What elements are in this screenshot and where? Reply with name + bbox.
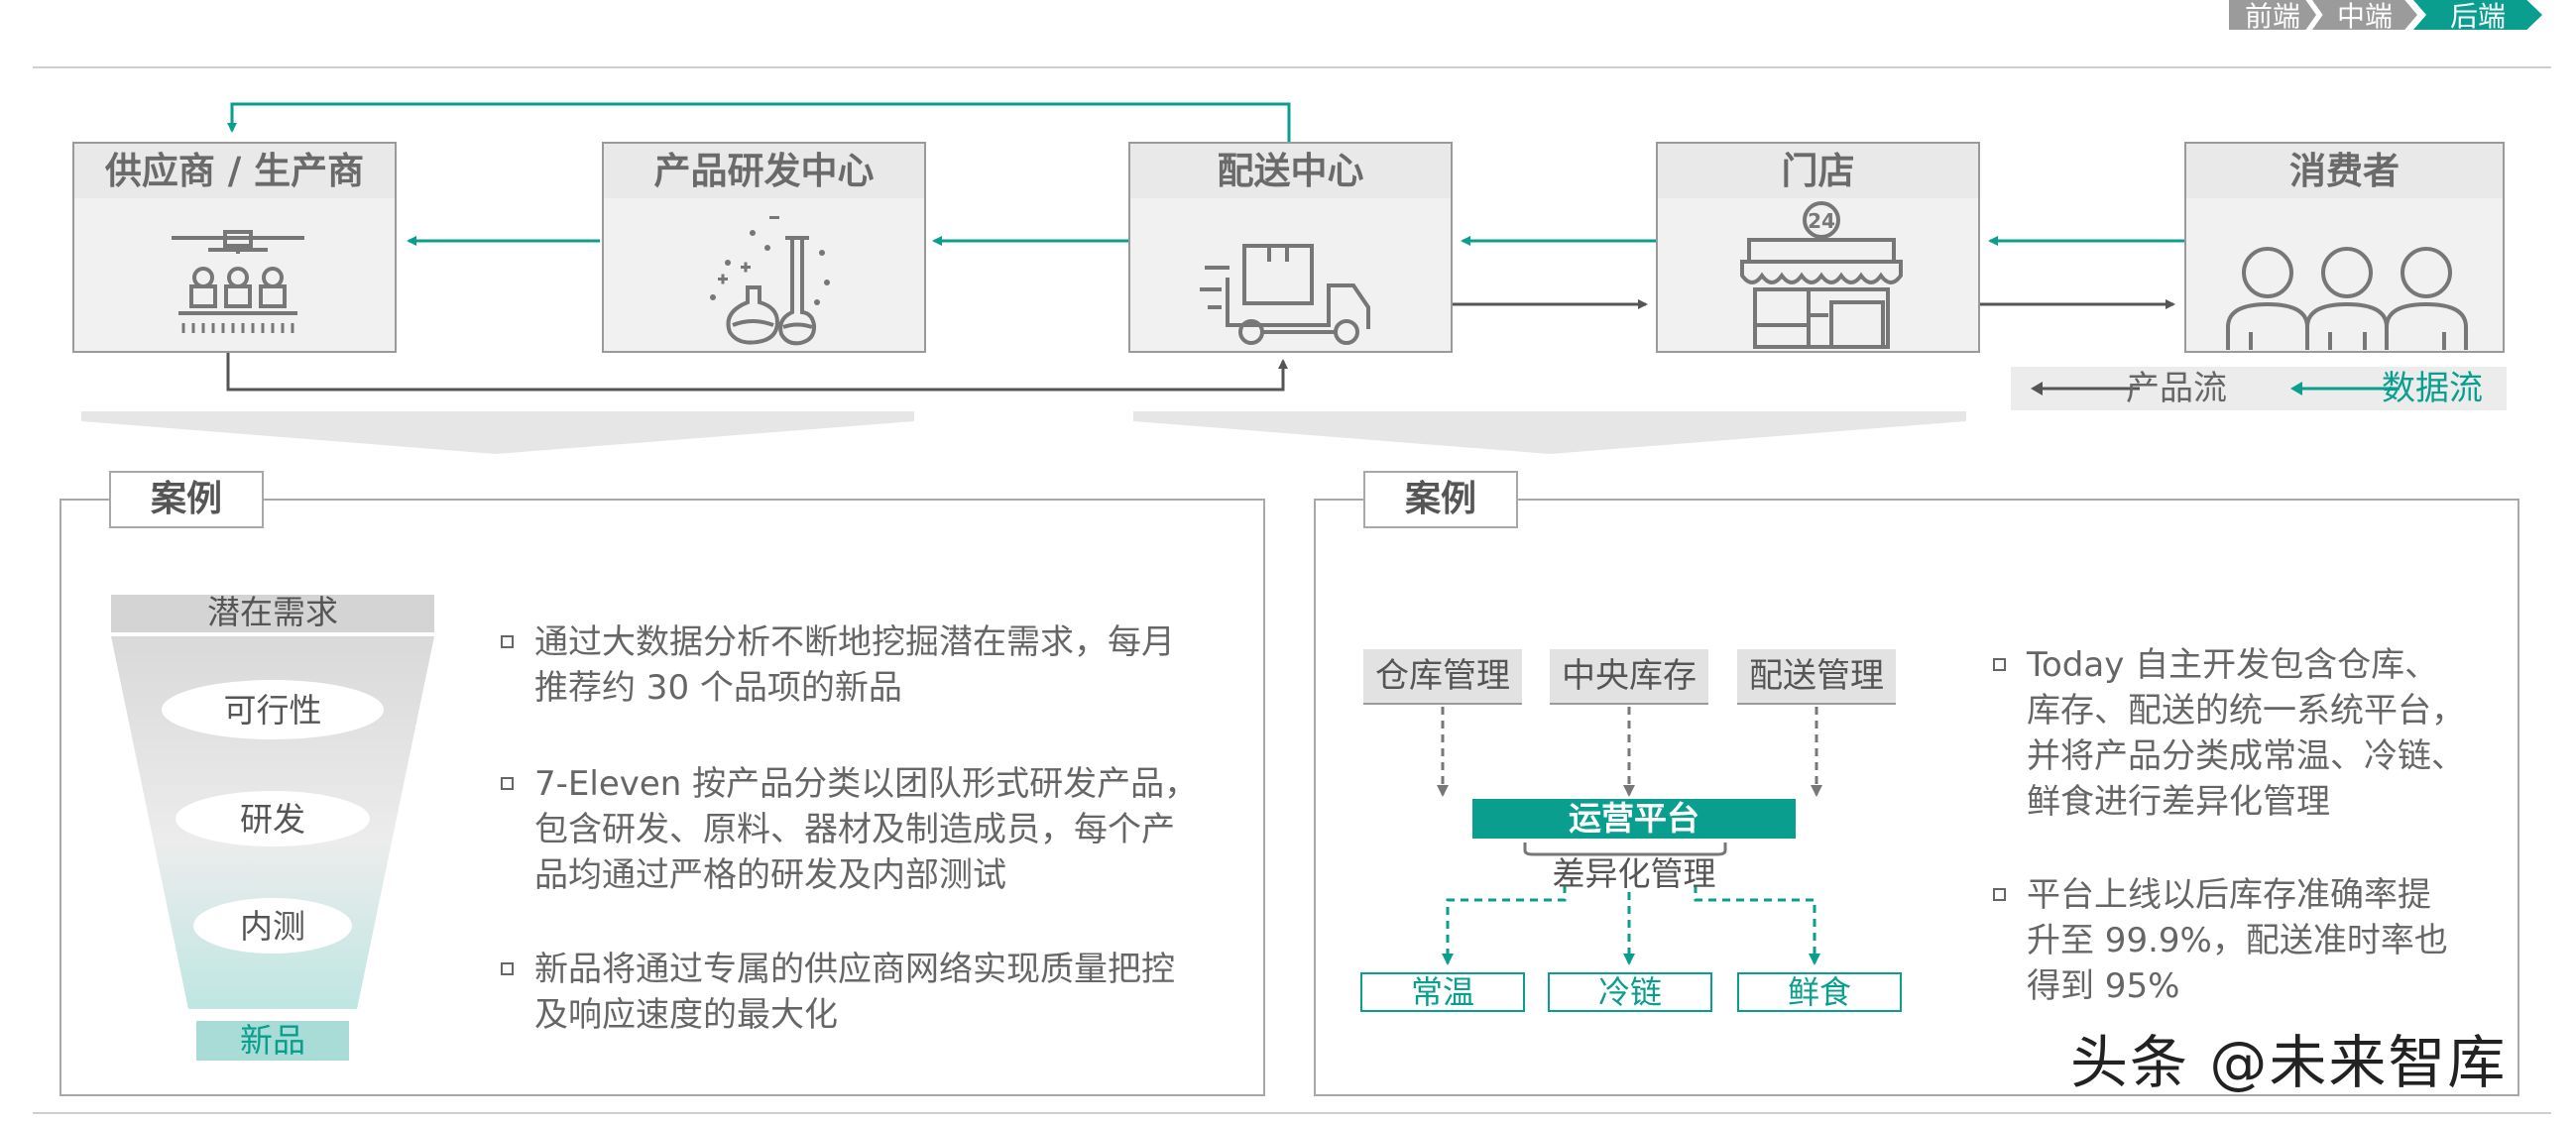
data-flow-top-loop [227, 102, 1291, 142]
square-bullet-icon [501, 962, 514, 975]
bullet-line: 7-Eleven 按产品分类以团队形式研发产品， [534, 764, 1199, 804]
bullet-line: 包含研发、原料、器材及制造成员，每个产 [534, 810, 1175, 849]
bullet-line: 通过大数据分析不断地挖掘潜在需求，每月 [534, 622, 1175, 662]
right-case-tag: 案例 [1363, 471, 1518, 528]
flow-legend: 产品流 数据流 [2011, 367, 2507, 410]
platform-connectors [1437, 707, 1822, 965]
funnel-stage-rd: 研发 [240, 800, 305, 839]
right-bullet-2: 平台上线以后库存准确率提 升至 99.9%，配送准时率也 得到 95% [1993, 872, 2509, 1009]
square-bullet-icon [501, 777, 514, 790]
product-flow-supplier-to-dc [226, 353, 1288, 392]
bullet-line: Today 自主开发包含仓库、 [2027, 645, 2439, 685]
operations-platform: 运营平台 [1472, 799, 1796, 839]
funnel-stage-feasibility: 可行性 [223, 691, 322, 730]
right-case-panel [1314, 499, 2519, 1096]
top-divider [33, 66, 2551, 68]
bullet-line: 升至 99.9%，配送准时率也 [2027, 921, 2448, 960]
flow-box-title: 配送中心 [1130, 144, 1451, 198]
funnel-stage-new-product: 新品 [240, 1021, 305, 1060]
bullet-line: 新品将通过专属的供应商网络实现质量把控 [534, 950, 1175, 989]
bullet-line: 库存、配送的统一系统平台， [2027, 691, 2465, 731]
bullet-line: 及响应速度的最大化 [534, 995, 838, 1035]
flow-box-supplier: 供应商 / 生产商 [72, 142, 397, 353]
left-shadow-wedge [81, 411, 914, 454]
consumers-icon [2226, 247, 2468, 350]
flow-box-title: 消费者 [2186, 144, 2503, 198]
input-central-inventory: 中央库存 [1550, 649, 1708, 705]
square-bullet-icon [1993, 658, 2006, 671]
lab-flask-icon [710, 216, 830, 346]
flow-box-distribution-center: 配送中心 [1128, 142, 1453, 353]
right-shadow-wedge [1133, 411, 1966, 454]
bullet-line: 鲜食进行差异化管理 [2027, 782, 2330, 822]
demand-funnel [111, 595, 434, 1061]
bullet-line: 得到 95% [2027, 966, 2180, 1006]
right-bullet-1: Today 自主开发包含仓库、 库存、配送的统一系统平台， 并将产品分类成常温、… [1993, 642, 2509, 825]
input-distribution-mgmt: 配送管理 [1737, 649, 1896, 705]
watermark: 头条 @未来智库 [2070, 1029, 2508, 1096]
bullet-line: 推荐约 30 个品项的新品 [534, 668, 902, 708]
delivery-truck-icon [1200, 244, 1370, 345]
flow-box-title: 供应商 / 生产商 [74, 144, 395, 198]
funnel-stage-latent-demand: 潜在需求 [207, 593, 338, 631]
square-bullet-icon [1993, 888, 2006, 901]
bullet-line: 并将产品分类成常温、冷链、 [2027, 736, 2465, 776]
store-badge-24: 24 [1808, 209, 1835, 233]
bullet-line: 品均通过严格的研发及内部测试 [534, 855, 1006, 895]
flow-box-title: 门店 [1658, 144, 1978, 198]
nav-step-midend[interactable]: 中端 [2312, 0, 2417, 30]
funnel-stage-internal-test: 内测 [240, 907, 305, 946]
left-bullet-3: 新品将通过专属的供应商网络实现质量把控 及响应速度的最大化 [501, 947, 1254, 1038]
flow-box-rd-center: 产品研发中心 [602, 142, 926, 353]
left-bullet-2: 7-Eleven 按产品分类以团队形式研发产品， 包含研发、原料、器材及制造成员… [501, 761, 1254, 898]
nav-step-frontend[interactable]: 前端 [2229, 0, 2316, 30]
left-case-tag: 案例 [109, 471, 264, 528]
bottom-divider [33, 1112, 2551, 1114]
input-warehouse-mgmt: 仓库管理 [1363, 649, 1522, 705]
convenience-store-icon [1740, 201, 1903, 349]
square-bullet-icon [501, 635, 514, 648]
output-ambient: 常温 [1360, 972, 1525, 1012]
flow-box-store: 门店 24 [1656, 142, 1980, 353]
flow-box-title: 产品研发中心 [604, 144, 924, 198]
flow-box-consumer: 消费者 [2184, 142, 2505, 353]
product-flow-legend-arrow [2031, 382, 2140, 395]
legend-data-flow: 数据流 [2382, 369, 2483, 408]
legend-product-flow: 产品流 [2126, 369, 2227, 408]
bullet-line: 平台上线以后库存准确率提 [2027, 875, 2431, 915]
left-bullet-1: 通过大数据分析不断地挖掘潜在需求，每月 推荐约 30 个品项的新品 [501, 619, 1254, 711]
flow-arrows [81, 102, 2184, 454]
output-fresh-food: 鲜食 [1737, 972, 1902, 1012]
factory-conveyor-icon [172, 230, 304, 333]
data-flow-legend-arrow [2290, 382, 2400, 395]
output-cold-chain: 冷链 [1548, 972, 1712, 1012]
platform-subtitle: 差异化管理 [1552, 854, 1716, 893]
left-case-panel [59, 499, 1265, 1096]
nav-step-backend[interactable]: 后端 [2413, 0, 2542, 30]
